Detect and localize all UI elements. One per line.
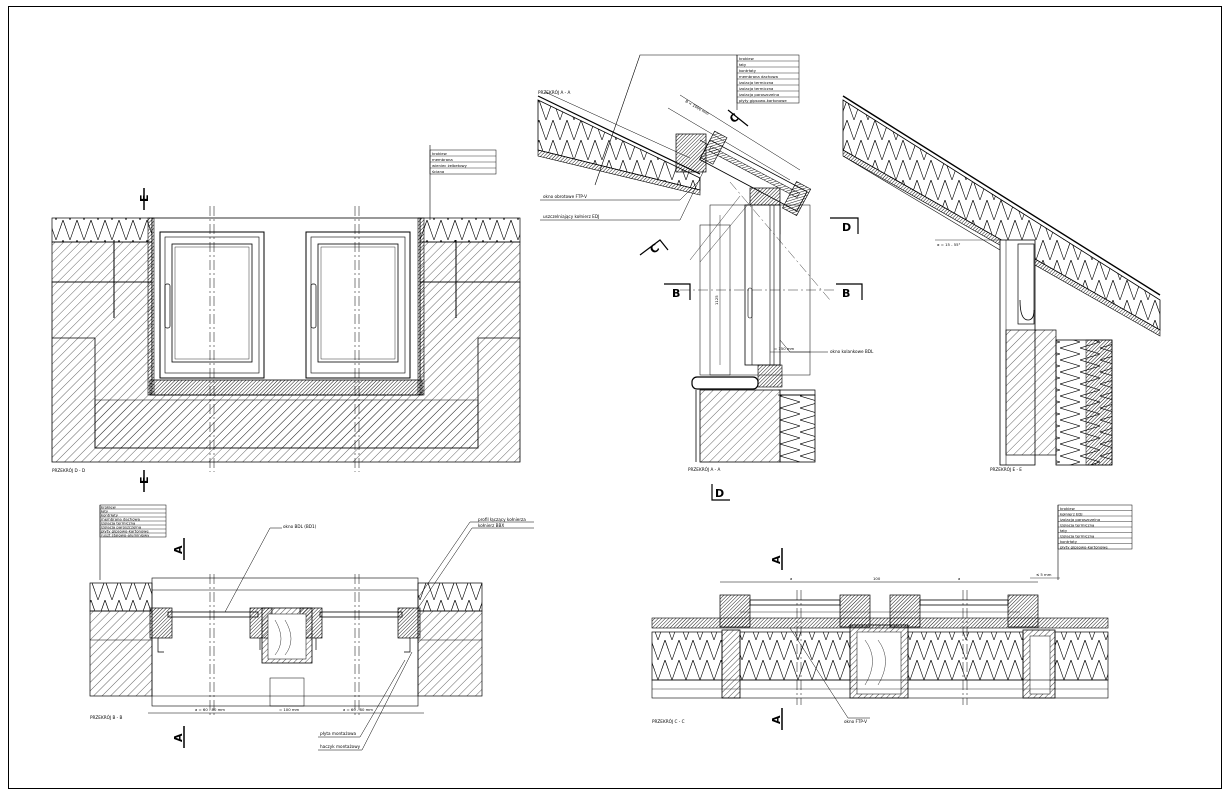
marker-b-left: B xyxy=(664,283,691,300)
dd-left-sash xyxy=(159,231,265,379)
marker-c-right: C xyxy=(727,109,749,127)
cc-label-window: okno FTP-V xyxy=(844,719,867,724)
bb-label-hook: haczyk montażowy xyxy=(320,744,361,749)
dd-legend: krokiew membrana wieniec żelbetowy ścian… xyxy=(429,145,497,220)
aa-label-flashing: uszczelniający kołnierz EDJ xyxy=(543,214,599,219)
dd-legend-1: membrana xyxy=(432,157,453,162)
bb-dim-left: a = 60 - 80 mm xyxy=(195,707,225,712)
bb-legend-3: membrana dachowa xyxy=(101,517,140,522)
cc-legend-1: kołnierz EDJ xyxy=(1060,512,1082,517)
aa-label-bottom: okno kolankowe BDL xyxy=(830,349,874,354)
cc-legend: krokiew kołnierz EDJ izolacja paroszczel… xyxy=(1057,504,1133,580)
svg-text:B: B xyxy=(672,287,680,300)
aa-legend-0: krokiew xyxy=(739,56,754,61)
dd-legend-0: krokiew xyxy=(432,151,447,156)
bb-label-plate: płyta montażowa xyxy=(320,731,357,736)
aa-caption-top: PRZEKRÓJ A - A xyxy=(538,90,571,95)
svg-text:A: A xyxy=(172,733,185,742)
dd-legend-3: ściana xyxy=(432,169,444,174)
svg-text:A: A xyxy=(770,555,783,564)
bb-dim-right: a = 60 - 80 mm xyxy=(343,707,373,712)
cc-legend-2: izolacja paroszczelna xyxy=(1060,517,1100,522)
cc-dim-left: a xyxy=(790,576,792,581)
aa-dim-side: 1125 xyxy=(714,295,719,305)
cc-caption: PRZEKRÓJ C - C xyxy=(652,719,685,724)
bb-legend: krokiew łaty kontrłaty membrana dachowa … xyxy=(99,505,167,580)
aa-label-window: okno obrotowe FTP-V xyxy=(543,194,587,199)
svg-text:A: A xyxy=(770,715,783,724)
bb-label-right1: profil łączący kołnierza xyxy=(478,517,526,522)
aa-legend-6: izolacja paroszczelna xyxy=(739,92,779,97)
bb-legend-4: izolacja termiczna xyxy=(101,521,135,526)
cc-dim-side: ≤ 5 mm xyxy=(1036,572,1052,577)
bb-label-right2: kołnierz BBX xyxy=(478,523,504,528)
svg-text:D: D xyxy=(842,221,851,234)
aa-caption: PRZEKRÓJ A - A xyxy=(688,467,721,472)
marker-d-right: D xyxy=(830,217,859,234)
marker-a-bottom: A xyxy=(172,726,185,748)
cc-legend-4: łaty xyxy=(1060,528,1068,533)
ee-caption: PRZEKRÓJ E - E xyxy=(990,467,1022,472)
aa-legend-7: płyty gipsowo-kartonowe xyxy=(739,98,787,103)
bb-caption: PRZEKRÓJ B - B xyxy=(90,715,123,720)
marker-a-cc-top: A xyxy=(770,548,783,570)
cc-dim-mid: 100 xyxy=(873,576,881,581)
aa-legend-1: łaty xyxy=(739,62,747,67)
aa-dim-bottom: = 150 mm xyxy=(774,346,795,351)
sheet-border xyxy=(8,6,1222,789)
svg-text:C: C xyxy=(647,241,662,256)
cc-legend-6: kontrłaty xyxy=(1060,539,1078,544)
bb-legend-0: krokiew xyxy=(101,505,116,510)
aa-dim-top: B = 1000 mm xyxy=(685,99,711,117)
view-cc: krokiew kołnierz EDJ izolacja paroszczel… xyxy=(651,504,1133,730)
bb-legend-7: ruszt stalowo-aluminiowy xyxy=(101,533,150,538)
marker-e-bottom: E xyxy=(138,476,151,484)
aa-legend-2: kontrłaty xyxy=(739,68,757,73)
marker-d-bottom: D xyxy=(711,484,730,501)
ee-angle: α = 15 - 55° xyxy=(937,242,961,247)
marker-b-right: B xyxy=(836,283,863,300)
bb-legend-1: łaty xyxy=(101,509,109,514)
bb-legend-6: płyty gipsowo-kartonowe xyxy=(101,529,149,534)
aa-legend: krokiew łaty kontrłaty membrana dachowa … xyxy=(594,54,800,186)
cc-legend-5: izolacja termiczna xyxy=(1060,534,1094,539)
aa-legend-3: membrana dachowa xyxy=(739,74,778,79)
cc-dim-right: a xyxy=(958,576,960,581)
marker-a-cc-bottom: A xyxy=(770,708,783,730)
dd-right-sash xyxy=(305,231,411,379)
svg-text:B: B xyxy=(842,287,850,300)
marker-e-top: E xyxy=(138,194,151,202)
cc-legend-7: płyty gipsowo-kartonowe xyxy=(1060,545,1108,550)
aa-legend-4: izolacja termiczna xyxy=(739,80,773,85)
svg-text:D: D xyxy=(715,487,724,500)
svg-text:A: A xyxy=(172,545,185,554)
marker-a-top: A xyxy=(172,538,185,560)
dd-caption: PRZEKRÓJ D - D xyxy=(52,468,85,473)
bb-dim-mid: = 100 mm xyxy=(279,707,300,712)
bb-legend-2: kontrłaty xyxy=(101,513,119,518)
bb-legend-5: izolacja paroszczelna xyxy=(101,525,141,530)
view-bb: krokiew łaty kontrłaty membrana dachowa … xyxy=(89,505,534,751)
view-ee: α = 15 - 55° PRZEKRÓJ E - E xyxy=(842,95,1161,472)
view-dd: krokiew membrana wieniec żelbetowy ścian… xyxy=(51,145,521,492)
svg-text:C: C xyxy=(727,111,742,126)
cc-legend-0: krokiew xyxy=(1060,506,1075,511)
view-aa: krokiew łaty kontrłaty membrana dachowa … xyxy=(537,54,874,501)
dd-legend-2: wieniec żelbetowy xyxy=(432,163,468,168)
aa-legend-5: izolacja termiczna xyxy=(739,86,773,91)
marker-c-left: C xyxy=(639,239,669,257)
bb-label-window: okno BDL (BD1) xyxy=(283,524,317,529)
cc-legend-3: izolacja termiczna xyxy=(1060,523,1094,528)
